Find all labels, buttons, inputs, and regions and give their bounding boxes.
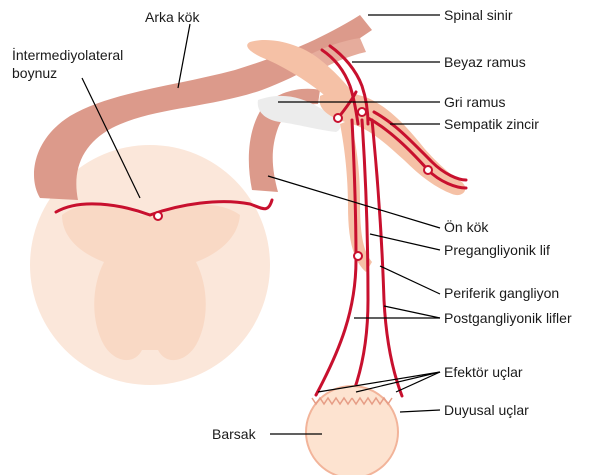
chain-soma-3 (424, 166, 432, 174)
label-ih-horn-line2: boynuz (12, 65, 57, 81)
peripheral-ganglion-soma (354, 252, 362, 260)
label-sensory-endings: Duyusal uçlar (444, 402, 529, 418)
chain-soma-1 (334, 114, 342, 122)
label-gray-ramus: Gri ramus (444, 94, 505, 110)
label-white-ramus: Beyaz ramus (444, 54, 526, 70)
label-ih-horn-line1: İntermediyolateral (12, 46, 123, 63)
label-effector-endings: Efektör uçlar (444, 364, 523, 380)
label-postganglionic-fibers: Postgangliyonik lifler (444, 310, 572, 326)
ih-neuron-soma (154, 212, 162, 220)
leader-postganglionic-b (384, 306, 440, 318)
leader-effector-a (318, 372, 440, 392)
leader-sensory (400, 410, 440, 412)
label-ventral-root: Ön kök (444, 218, 489, 235)
gut (306, 386, 398, 475)
leader-peripheral-ganglion (380, 266, 440, 294)
label-spinal-nerve: Spinal sinir (444, 7, 513, 23)
label-peripheral-ganglion: Periferik gangliyon (444, 285, 559, 301)
label-dorsal-root: Arka kök (145, 9, 200, 25)
fiber-to-gut-3 (372, 120, 402, 396)
leader-dorsal-root (178, 24, 190, 88)
chain-soma-2 (358, 108, 366, 116)
label-gut: Barsak (212, 426, 257, 442)
label-sympathetic-chain: Sempatik zincir (444, 116, 539, 132)
label-preganglionic-fiber: Pregangliyonik lif (444, 242, 550, 258)
